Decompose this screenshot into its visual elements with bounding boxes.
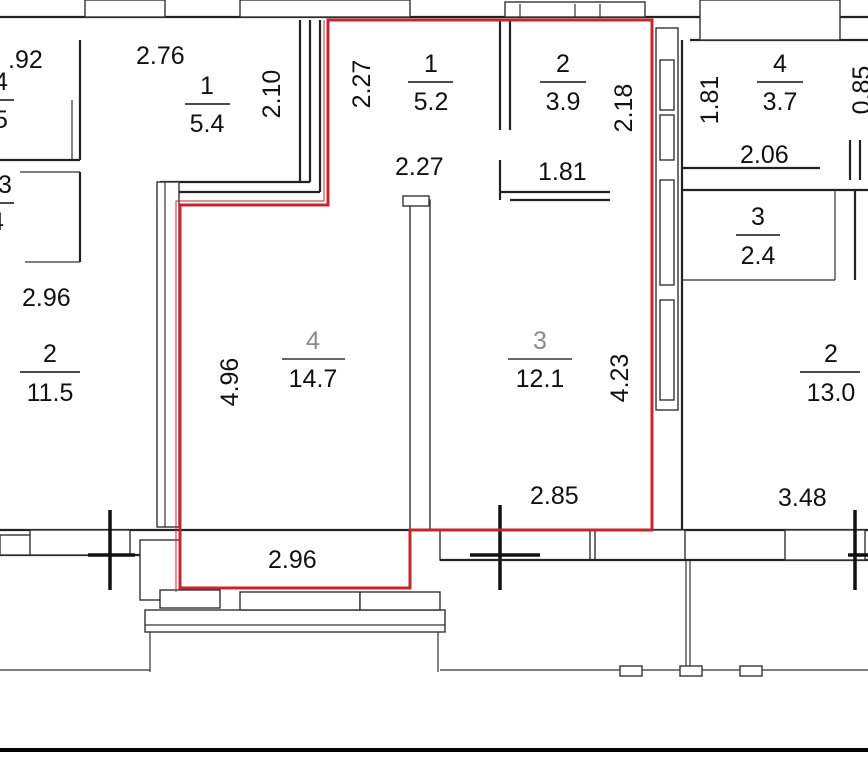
svg-text:1: 1: [424, 50, 438, 78]
svg-text:13.0: 13.0: [807, 379, 856, 407]
room-label-room-3-cut: 3 4: [0, 171, 14, 236]
dim-206: 2.06: [740, 141, 789, 169]
room-label-room-4-cut: 4 5: [0, 68, 14, 134]
dim-181-horizontal: 1.81: [538, 158, 587, 186]
center-apartment-walls: [402, 20, 610, 531]
dim-210: 2.10: [258, 70, 286, 119]
room-label-room-2-top: 2 3.9: [540, 50, 586, 116]
svg-text:3.9: 3.9: [546, 88, 581, 116]
dim-348: 3.48: [778, 484, 827, 512]
dim-296-top: 2.96: [22, 284, 71, 312]
room-label-room-2-left: 2 11.5: [20, 340, 80, 407]
svg-text:5.2: 5.2: [414, 88, 449, 116]
dim-092: .92: [8, 46, 43, 74]
svg-text:11.5: 11.5: [27, 379, 74, 407]
svg-text:1: 1: [200, 72, 214, 100]
svg-text:4: 4: [0, 68, 8, 96]
highlighted-apartment-inner-line: [175, 20, 325, 592]
dim-181-vertical: 1.81: [696, 76, 724, 125]
dim-285: 2.85: [530, 482, 579, 510]
svg-text:5: 5: [0, 106, 8, 134]
room-label-room-4-topright: 4 3.7: [757, 50, 803, 116]
svg-text:2: 2: [556, 50, 570, 78]
svg-text:12.1: 12.1: [516, 365, 565, 393]
room-label-room-3-main: 3 12.1: [508, 327, 572, 393]
room-label-room-1-left: 1 5.4: [185, 72, 230, 138]
svg-text:4: 4: [306, 327, 320, 355]
svg-text:4: 4: [0, 208, 4, 236]
dim-227-vertical: 2.27: [348, 60, 376, 109]
room-label-room-1-center: 1 5.2: [408, 50, 453, 116]
dim-276: 2.76: [136, 42, 185, 70]
dim-296-bottom: 2.96: [268, 546, 317, 574]
room-label-room-2-right: 2 13.0: [800, 340, 860, 407]
svg-text:14.7: 14.7: [289, 365, 338, 393]
dim-085: 0.85: [848, 66, 868, 115]
svg-text:2.4: 2.4: [741, 242, 776, 270]
bottom-facade: [0, 505, 868, 677]
room-label-room-3-right: 3 2.4: [736, 203, 780, 270]
svg-text:3: 3: [0, 171, 12, 199]
dim-218: 2.18: [610, 84, 638, 133]
right-window-column: [655, 27, 684, 530]
top-wall-strip: [0, 0, 868, 42]
svg-text:5.4: 5.4: [190, 110, 225, 138]
dim-227-horizontal: 2.27: [395, 153, 444, 181]
svg-text:2: 2: [824, 340, 838, 368]
dim-496: 4.96: [216, 358, 244, 407]
svg-text:2: 2: [43, 340, 57, 368]
room-label-room-4-main: 4 14.7: [282, 327, 345, 393]
svg-text:4: 4: [773, 50, 787, 78]
dim-423: 4.23: [606, 354, 634, 403]
svg-text:3: 3: [751, 203, 765, 231]
svg-text:3.7: 3.7: [763, 88, 798, 116]
highlighted-apartment-outline[interactable]: [178, 18, 654, 590]
svg-text:3: 3: [533, 327, 547, 355]
right-apartment-walls: [682, 140, 868, 281]
